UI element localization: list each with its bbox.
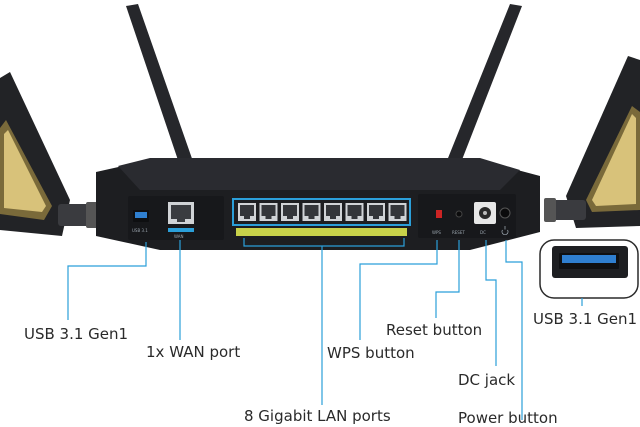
ethernet-port-icon bbox=[324, 203, 342, 221]
callout-lines bbox=[67, 238, 583, 420]
label-dc: DC jack bbox=[458, 371, 516, 389]
label-wan: 1x WAN port bbox=[146, 343, 241, 361]
wan-port bbox=[168, 202, 194, 232]
wps-button bbox=[436, 210, 442, 218]
callout-power bbox=[505, 240, 523, 420]
antenna-right-back bbox=[444, 4, 522, 170]
usb-zoom-detail bbox=[539, 239, 639, 299]
reset-silk: RESET bbox=[452, 230, 465, 235]
ethernet-port-icon bbox=[367, 203, 385, 221]
ethernet-port-icon bbox=[238, 203, 256, 221]
antenna-left-back bbox=[126, 4, 196, 172]
label-reset: Reset button bbox=[386, 321, 483, 339]
ethernet-port-icon bbox=[259, 203, 278, 221]
lan-ports-block bbox=[232, 198, 411, 236]
ethernet-port-icon bbox=[388, 203, 407, 221]
antenna-right-side bbox=[544, 56, 640, 228]
wan-port-silk: WAN bbox=[174, 234, 183, 239]
wps-silk: WPS bbox=[432, 230, 441, 235]
label-power: Power button bbox=[458, 409, 558, 427]
usb-port-icon bbox=[133, 210, 149, 222]
lan-ports bbox=[238, 203, 407, 221]
label-usb-left: USB 3.1 Gen1 bbox=[24, 325, 129, 343]
label-usb-right: USB 3.1 Gen1 bbox=[533, 310, 638, 328]
callout-usb-left bbox=[67, 242, 147, 320]
antenna-left-side bbox=[0, 72, 98, 236]
label-lan: 8 Gigabit LAN ports bbox=[244, 407, 391, 425]
power-icon bbox=[501, 226, 509, 235]
reset-button bbox=[455, 210, 463, 218]
dc-silk: DC bbox=[480, 230, 486, 235]
callout-reset bbox=[435, 240, 460, 318]
callout-lan bbox=[243, 238, 405, 247]
callout-dc bbox=[485, 240, 497, 366]
ethernet-port-icon bbox=[281, 203, 299, 221]
callout-wps bbox=[359, 240, 438, 340]
usb-port-silk: USB 3.1 bbox=[132, 228, 148, 233]
power-button bbox=[499, 207, 511, 219]
dc-jack bbox=[474, 202, 496, 224]
ethernet-port-icon bbox=[302, 203, 321, 221]
label-wps: WPS button bbox=[327, 344, 415, 362]
ethernet-port-icon bbox=[345, 203, 364, 221]
